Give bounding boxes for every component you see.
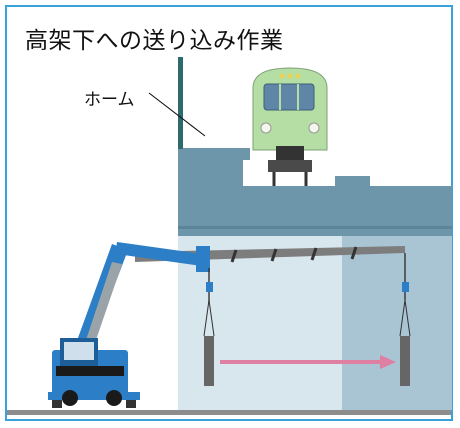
pile-left: [204, 336, 214, 386]
crane-wheel-front: [62, 390, 78, 406]
hook-right: [402, 282, 409, 292]
viaduct-mid-section: [342, 228, 452, 410]
crane-cab-window: [64, 342, 94, 360]
platform-leader-line: [148, 92, 206, 137]
train-undercarriage: [276, 146, 304, 164]
crane-boom: [70, 242, 405, 360]
platform-wall: [178, 57, 183, 149]
train: [252, 67, 328, 186]
hook-left: [206, 282, 213, 292]
hoisting-equipment: [203, 253, 411, 386]
viaduct-edge: [178, 226, 452, 229]
train-front-window: [263, 83, 315, 111]
train-headlight-left: [260, 122, 272, 134]
boom-tip-head: [196, 246, 210, 272]
pile-right: [400, 336, 410, 386]
crane-wheel-rear: [106, 390, 122, 406]
platform-label: ホーム: [84, 90, 135, 110]
movement-arrow: [220, 355, 396, 369]
crane-truck: [48, 338, 140, 408]
viaduct-deck: [178, 148, 452, 236]
viaduct: [178, 148, 452, 410]
diagram-title: 高架下への送り込み作業: [25, 28, 284, 54]
train-headlight-right: [308, 122, 320, 134]
ground-line: [7, 410, 451, 415]
